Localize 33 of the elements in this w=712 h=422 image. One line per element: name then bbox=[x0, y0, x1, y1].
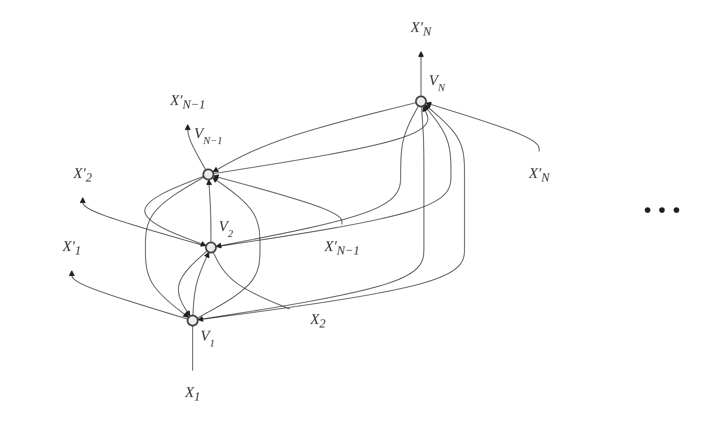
arrow bbox=[192, 252, 210, 316]
arrow bbox=[80, 197, 206, 246]
arrow bbox=[426, 102, 540, 152]
node-text: X′$_{N−1}$ bbox=[324, 237, 360, 258]
node-text: X′$_{1}$ bbox=[62, 237, 82, 258]
ellipsis-dots: • • • bbox=[643, 198, 681, 224]
arrow bbox=[178, 250, 208, 317]
node-circle bbox=[415, 96, 427, 108]
arrow bbox=[197, 104, 465, 320]
neuron-label: V$_{N−1}$ bbox=[194, 126, 222, 146]
arrow bbox=[206, 179, 212, 243]
node-text: X$_{2}$ bbox=[310, 310, 326, 330]
arrow bbox=[68, 270, 188, 320]
neuron-label: V$_{N}$ bbox=[428, 73, 445, 94]
node-text: X′$_{N}$ bbox=[528, 164, 550, 184]
connector bbox=[192, 325, 193, 371]
arrow bbox=[196, 177, 260, 318]
arrow bbox=[212, 174, 342, 225]
node-text: X$_{1}$ bbox=[184, 383, 200, 404]
arrow bbox=[418, 51, 424, 97]
connector bbox=[212, 252, 290, 310]
arrow bbox=[197, 106, 424, 322]
node-circle bbox=[186, 314, 199, 326]
arrow bbox=[144, 176, 206, 247]
arrow bbox=[184, 124, 206, 170]
arrow bbox=[145, 176, 204, 318]
neuron-label: V$_{2}$ bbox=[218, 219, 234, 240]
node-text: X′$_{2}$ bbox=[73, 164, 92, 184]
node-text: X′$_{N−1}$ bbox=[170, 91, 206, 112]
node-circle bbox=[202, 168, 214, 180]
neuron-label: V$_{1}$ bbox=[200, 328, 215, 349]
node-circle bbox=[205, 242, 217, 254]
node-text: X′$_{N}$ bbox=[410, 18, 432, 38]
